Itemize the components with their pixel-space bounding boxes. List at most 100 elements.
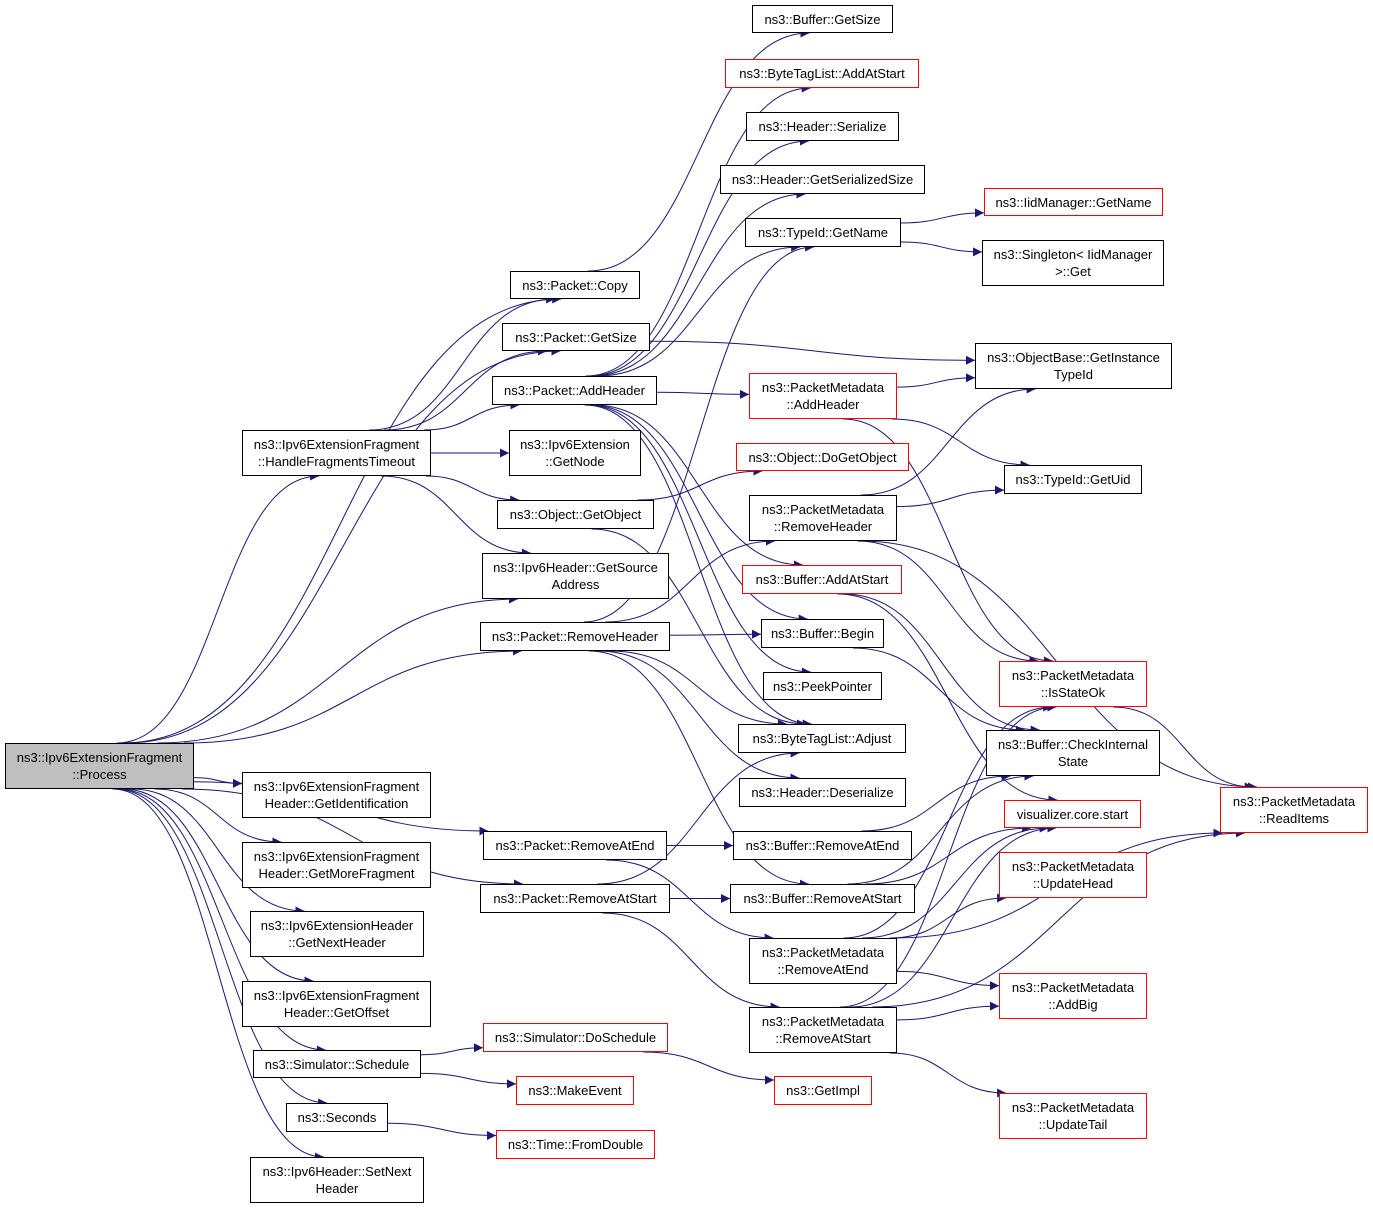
- node-object-getobject[interactable]: ns3::Object::GetObject: [497, 500, 654, 529]
- edge-sim_schedule-to-sim_doschedule: [420, 1043, 484, 1056]
- node-label-line2: Header::GetOffset: [283, 1005, 390, 1020]
- edge-packet_removeheader-to-buffer_removeatstart: [588, 650, 809, 889]
- edge-pm_removeatstart-to-pm_isstateok: [839, 702, 1057, 1008]
- node-bytetaglist-adjust[interactable]: ns3::ByteTagList::Adjust: [738, 724, 906, 753]
- node-singleton-iidmanager-get[interactable]: ns3::Singleton< IidManager >::Get: [982, 240, 1164, 286]
- node-label-line1: ns3::Buffer::CheckInternal: [997, 737, 1149, 752]
- node-packetmetadata-readitems[interactable]: ns3::PacketMetadata ::ReadItems: [1220, 787, 1368, 833]
- node-fragmentheader-getoffset[interactable]: ns3::Ipv6ExtensionFragment Header::GetOf…: [242, 981, 431, 1027]
- node-label-line1: ns3::PacketMetadata: [1011, 1100, 1135, 1115]
- edge-pm_removeatend-to-pm_addbig: [896, 970, 1000, 991]
- node-peekpointer[interactable]: ns3::PeekPointer: [763, 672, 882, 700]
- node-label-line1: ns3::Ipv6Extension: [520, 437, 630, 452]
- edge-buffer_removeatstart-to-buffer_checkinternal: [847, 771, 1034, 885]
- node-ipv6header-setnextheader[interactable]: ns3::Ipv6Header::SetNext Header: [250, 1157, 424, 1203]
- node-header-serialize[interactable]: ns3::Header::Serialize: [746, 112, 899, 141]
- node-label: ns3::Packet::RemoveAtEnd: [495, 838, 655, 853]
- node-label-line1: ns3::ObjectBase::GetInstance: [987, 350, 1160, 365]
- edge-packet_getsize-to-objectbase_getinstance: [649, 340, 976, 365]
- node-fragmentheader-getmorefragment[interactable]: ns3::Ipv6ExtensionFragment Header::GetMo…: [242, 842, 431, 888]
- node-extensionheader-getnextheader[interactable]: ns3::Ipv6ExtensionHeader ::GetNextHeader: [250, 911, 424, 957]
- edge-root-to-ipv6hdr_getsource: [157, 594, 518, 744]
- node-packetmetadata-isstateok[interactable]: ns3::PacketMetadata ::IsStateOk: [999, 661, 1147, 707]
- node-buffer-getsize[interactable]: ns3::Buffer::GetSize: [752, 5, 893, 33]
- node-buffer-checkinternalstate[interactable]: ns3::Buffer::CheckInternal State: [986, 730, 1160, 776]
- node-label-line1: ns3::PacketMetadata: [761, 502, 885, 517]
- node-visualizer-core-start[interactable]: visualizer.core.start: [1004, 800, 1141, 828]
- node-label: ns3::Simulator::Schedule: [264, 1056, 410, 1072]
- node-simulator-doschedule[interactable]: ns3::Simulator::DoSchedule: [483, 1023, 668, 1052]
- node-label-line2: >::Get: [1055, 264, 1091, 279]
- edge-root-to-sim_schedule: [117, 788, 326, 1055]
- node-label-line2: ::HandleFragmentsTimeout: [257, 454, 416, 469]
- node-label-line2: ::ReadItems: [1258, 811, 1330, 826]
- node-label-line2: ::GetNextHeader: [288, 935, 386, 950]
- node-packetmetadata-updatetail[interactable]: ns3::PacketMetadata ::UpdateTail: [999, 1093, 1147, 1139]
- node-label-line2: TypeId: [1053, 367, 1094, 382]
- edge-pm_removeheader-to-pm_isstateok: [857, 540, 1039, 666]
- node-header-getserializedsize[interactable]: ns3::Header::GetSerializedSize: [720, 165, 925, 194]
- node-getimpl[interactable]: ns3::GetImpl: [774, 1076, 872, 1105]
- edge-root-to-frag_getmore: [154, 788, 282, 847]
- edge-packet_addheader-to-typeid_getname: [597, 242, 801, 377]
- node-bytetaglist-addatstart[interactable]: ns3::ByteTagList::AddAtStart: [725, 59, 919, 88]
- node-label: ns3::Simulator::DoSchedule: [494, 1030, 657, 1045]
- node-buffer-removeatend[interactable]: ns3::Buffer::RemoveAtEnd: [733, 831, 912, 860]
- edge-packet_addheader-to-bytetag_adjust: [584, 404, 812, 729]
- node-packet-removeatend[interactable]: ns3::Packet::RemoveAtEnd: [483, 831, 667, 860]
- edge-object_getobject-to-object_dogetobject: [637, 466, 763, 501]
- node-ipv6extension-getnode[interactable]: ns3::Ipv6Extension ::GetNode: [509, 430, 641, 476]
- node-packetmetadata-removeheader[interactable]: ns3::PacketMetadata ::RemoveHeader: [749, 495, 897, 541]
- edge-packet_addheader-to-buffer_addatstart: [593, 404, 804, 570]
- node-handlefragmentstimeout[interactable]: ns3::Ipv6ExtensionFragment ::HandleFragm…: [242, 430, 431, 476]
- node-label-line2: ::AddBig: [1048, 997, 1098, 1012]
- node-object-dogetobject[interactable]: ns3::Object::DoGetObject: [736, 443, 909, 471]
- node-label: visualizer.core.start: [1016, 806, 1129, 822]
- node-iidmanager-getname[interactable]: ns3::IidManager::GetName: [984, 188, 1163, 216]
- node-packetmetadata-addbig[interactable]: ns3::PacketMetadata ::AddBig: [999, 973, 1147, 1019]
- node-typeid-getname[interactable]: ns3::TypeId::GetName: [745, 218, 901, 247]
- node-packet-removeatstart[interactable]: ns3::Packet::RemoveAtStart: [480, 884, 670, 913]
- node-simulator-schedule[interactable]: ns3::Simulator::Schedule: [253, 1050, 421, 1078]
- node-label: ns3::Packet::RemoveHeader: [491, 629, 659, 644]
- node-packet-getsize[interactable]: ns3::Packet::GetSize: [502, 323, 650, 351]
- node-label-line1: ns3::Ipv6ExtensionHeader: [260, 918, 414, 933]
- node-fragmentheader-getidentification[interactable]: ns3::Ipv6ExtensionFragment Header::GetId…: [242, 772, 431, 818]
- node-label: ns3::Header::GetSerializedSize: [731, 172, 914, 187]
- node-label: ns3::Buffer::RemoveAtStart: [743, 891, 902, 906]
- edge-pm_removeheader-to-typeid_getuid: [896, 485, 1005, 508]
- node-label-line1: ns3::Ipv6ExtensionFragment: [253, 988, 420, 1003]
- node-label-line2: Address: [551, 577, 600, 592]
- node-packetmetadata-updatehead[interactable]: ns3::PacketMetadata ::UpdateHead: [999, 852, 1147, 898]
- node-packetmetadata-addheader[interactable]: ns3::PacketMetadata ::AddHeader: [749, 373, 897, 419]
- node-label: ns3::Buffer::GetSize: [764, 11, 881, 27]
- node-seconds[interactable]: ns3::Seconds: [286, 1103, 388, 1132]
- node-objectbase-getinstancetypeid[interactable]: ns3::ObjectBase::GetInstance TypeId: [975, 343, 1172, 389]
- node-header-deserialize[interactable]: ns3::Header::Deserialize: [739, 778, 906, 807]
- node-packetmetadata-removeatend[interactable]: ns3::PacketMetadata ::RemoveAtEnd: [749, 938, 897, 984]
- node-buffer-begin[interactable]: ns3::Buffer::Begin: [761, 619, 884, 648]
- node-label-line1: ns3::Singleton< IidManager: [993, 247, 1153, 262]
- edge-pm_addheader-to-pm_isstateok: [842, 418, 1054, 666]
- node-packet-addheader[interactable]: ns3::Packet::AddHeader: [492, 376, 657, 405]
- node-packetmetadata-removeatstart[interactable]: ns3::PacketMetadata ::RemoveAtStart: [749, 1007, 897, 1053]
- node-buffer-addatstart[interactable]: ns3::Buffer::AddAtStart: [742, 565, 902, 594]
- edge-pm_isstateok-to-pm_readitems: [1113, 706, 1254, 792]
- edge-pm_removeatstart-to-pm_readitems: [872, 828, 1245, 1008]
- edge-buffer_removeatend-to-buffer_checkinternal: [861, 771, 1011, 832]
- node-typeid-getuid[interactable]: ns3::TypeId::GetUid: [1004, 465, 1142, 494]
- node-packet-removeheader[interactable]: ns3::Packet::RemoveHeader: [480, 622, 670, 651]
- node-time-fromdouble[interactable]: ns3::Time::FromDouble: [496, 1130, 655, 1159]
- node-buffer-removeatstart[interactable]: ns3::Buffer::RemoveAtStart: [730, 884, 915, 913]
- node-label-line1: ns3::Ipv6Header::GetSource: [493, 560, 658, 575]
- node-packet-copy[interactable]: ns3::Packet::Copy: [510, 271, 640, 299]
- node-label-line2: ::UpdateTail: [1038, 1117, 1108, 1132]
- node-makeevent[interactable]: ns3::MakeEvent: [516, 1076, 634, 1105]
- node-ipv6header-getsourceaddress[interactable]: ns3::Ipv6Header::GetSource Address: [482, 553, 669, 599]
- node-label-line2: ::RemoveHeader: [773, 519, 873, 534]
- edge-handle_timeout-to-packet_copy: [369, 294, 556, 431]
- edge-pm_addheader-to-objectbase_getinstance: [896, 373, 976, 388]
- edge-root-to-packet_getsize: [124, 346, 561, 744]
